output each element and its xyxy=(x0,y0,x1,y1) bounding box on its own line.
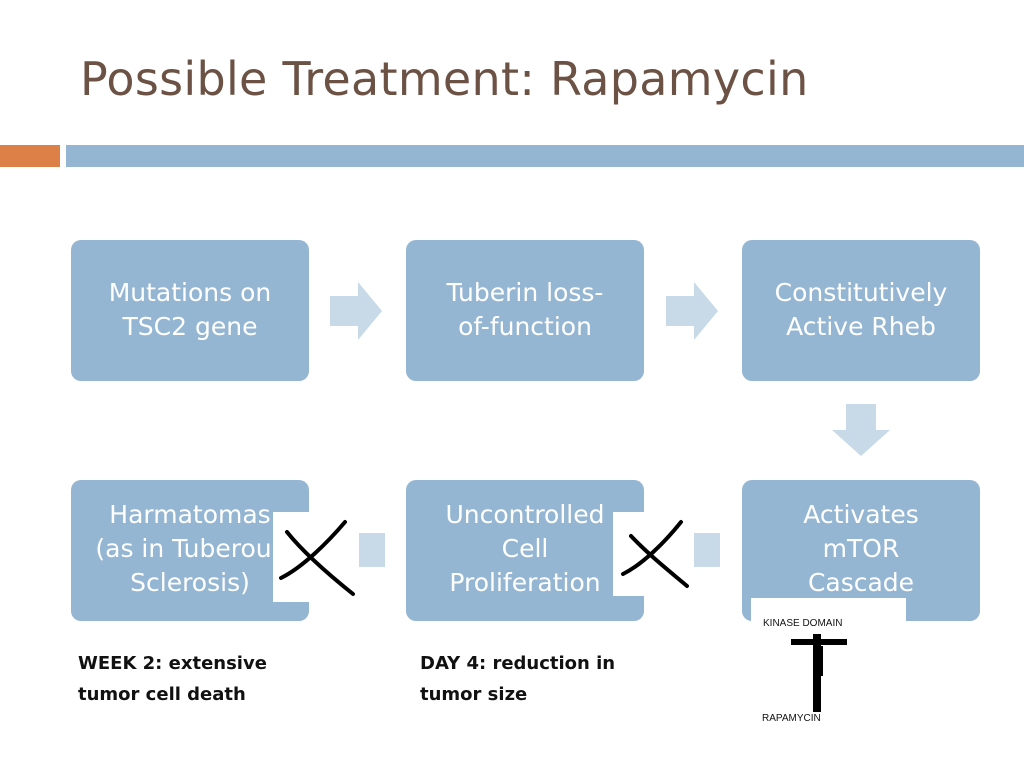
box-line: Sclerosis) xyxy=(130,568,250,597)
arrow-right-icon xyxy=(330,282,382,340)
note-week2: WEEK 2: extensive tumor cell death xyxy=(78,648,267,710)
box-cell-proliferation: Uncontrolled Cell Proliferation xyxy=(406,480,644,621)
box-line: Uncontrolled xyxy=(445,500,605,529)
box-line: Activates xyxy=(803,500,919,529)
note-line: DAY 4: reduction in xyxy=(420,653,616,674)
box-line: Active Rheb xyxy=(786,312,936,341)
accent-bar-blue xyxy=(66,145,1024,167)
box-line: Tuberin loss- xyxy=(446,278,604,307)
box-tuberin-loss: Tuberin loss- of-function xyxy=(406,240,644,381)
note-day4: DAY 4: reduction in tumor size xyxy=(420,648,615,710)
arrow-left-icon xyxy=(694,533,720,567)
arrow-left-icon xyxy=(359,533,385,567)
box-line: mTOR xyxy=(822,534,900,563)
box-line: Constitutively xyxy=(774,278,948,307)
inhibition-inset: KINASE DOMAIN RAPAMYCIN xyxy=(751,598,906,731)
box-line: Mutations on xyxy=(108,278,272,307)
slide-title: Possible Treatment: Rapamycin xyxy=(80,52,809,106)
inhibition-t-icon xyxy=(791,634,847,712)
arrow-down-icon xyxy=(832,404,890,456)
box-line: Proliferation xyxy=(449,568,601,597)
cross-mark-icon xyxy=(613,512,693,596)
note-line: tumor size xyxy=(420,684,528,705)
box-harmatomas: Harmatomas (as in Tuberous Sclerosis) xyxy=(71,480,309,621)
box-line: Cell xyxy=(501,534,549,563)
arrow-right-icon xyxy=(666,282,718,340)
rapamycin-label: RAPAMYCIN xyxy=(762,713,821,724)
box-line: TSC2 gene xyxy=(122,312,258,341)
kinase-domain-label: KINASE DOMAIN xyxy=(763,618,843,629)
box-active-rheb: Constitutively Active Rheb xyxy=(742,240,980,381)
box-mutations-tsc2: Mutations on TSC2 gene xyxy=(71,240,309,381)
note-line: WEEK 2: extensive xyxy=(78,653,267,674)
box-line: Harmatomas xyxy=(109,500,271,529)
box-line: of-function xyxy=(458,312,592,341)
accent-bar-orange xyxy=(0,145,60,167)
box-line: Cascade xyxy=(807,568,915,597)
note-line: tumor cell death xyxy=(78,684,246,705)
box-mtor-cascade: Activates mTOR Cascade xyxy=(742,480,980,621)
cross-mark-icon xyxy=(273,512,359,602)
box-line: (as in Tuberous xyxy=(95,534,285,563)
